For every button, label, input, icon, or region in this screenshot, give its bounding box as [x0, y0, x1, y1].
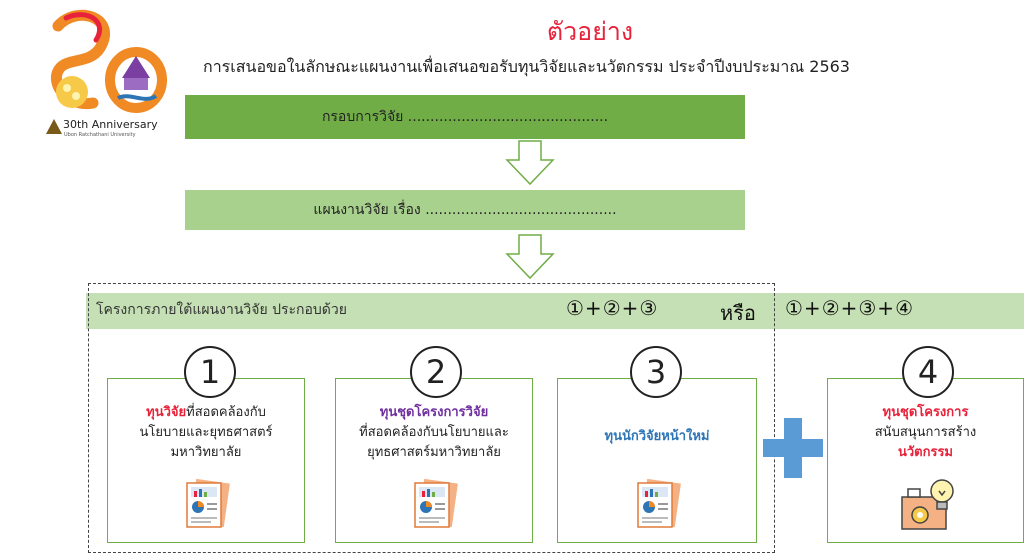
- card-highlight: ทุนวิจัย: [146, 405, 187, 420]
- band-label: โครงการภายใต้แผนงานวิจัย ประกอบด้วย: [96, 302, 347, 318]
- logo-mountain-icon: [46, 119, 62, 134]
- card-new-researcher-grant: ทุนนักวิจัยหน้าใหม่: [557, 378, 757, 543]
- document-chart-icon: [186, 478, 230, 528]
- card-text: ทุนชุดโครงการวิจัย ที่สอดคล้องกับนโยบายแ…: [336, 403, 532, 463]
- plus-icon: [763, 418, 823, 478]
- card-highlight: ทุนชุดโครงการ: [882, 405, 969, 420]
- card-line: นโยบายและยุทธศาสตร์: [139, 425, 273, 440]
- plan-bar: แผนงานวิจัย เรื่อง .....................…: [185, 190, 745, 230]
- document-chart-icon: [414, 478, 458, 528]
- innovation-gear-bulb-icon: [901, 479, 954, 530]
- card-text: ทุนชุดโครงการ สนับสนุนการสร้าง นวัตกรรม: [828, 403, 1023, 463]
- combo-option-a: ①+②+③: [566, 296, 659, 320]
- card-line: สนับสนุนการสร้าง: [874, 425, 977, 440]
- project-band: [86, 293, 1024, 329]
- card-line: ที่สอดคล้องกับ: [186, 405, 266, 420]
- number-circle-1: 1: [184, 346, 236, 398]
- combo-option-b: ①+②+③+④: [785, 296, 914, 320]
- anniversary-logo: [38, 8, 168, 148]
- card-highlight: ทุนชุดโครงการวิจัย: [379, 405, 489, 420]
- card-highlight: ทุนนักวิจัยหน้าใหม่: [604, 429, 710, 444]
- card-line: มหาวิทยาลัย: [170, 445, 242, 460]
- card-research-program-grant: ทุนชุดโครงการวิจัย ที่สอดคล้องกับนโยบายแ…: [335, 378, 533, 543]
- or-label: หรือ: [720, 301, 756, 325]
- anniversary-logo-graphic: [50, 9, 167, 113]
- card-line: ที่สอดคล้องกับนโยบายและ: [359, 425, 509, 440]
- card-text: ทุนวิจัยที่สอดคล้องกับ นโยบายและยุทธศาสต…: [108, 403, 304, 463]
- number-circle-2: 2: [410, 346, 462, 398]
- card-highlight: นวัตกรรม: [897, 445, 954, 460]
- slide-title: ตัวอย่าง: [546, 17, 634, 46]
- card-text: ทุนนักวิจัยหน้าใหม่: [558, 427, 756, 447]
- card-innovation-program-grant: ทุนชุดโครงการ สนับสนุนการสร้าง นวัตกรรม: [827, 378, 1024, 543]
- framework-bar: กรอบการวิจัย ...........................…: [185, 95, 745, 139]
- down-arrow-icon: [505, 234, 555, 280]
- card-research-grant: ทุนวิจัยที่สอดคล้องกับ นโยบายและยุทธศาสต…: [107, 378, 305, 543]
- document-chart-icon: [637, 478, 681, 528]
- down-arrow-icon: [505, 140, 555, 186]
- card-line: ยุทธศาสตร์มหาวิทยาลัย: [367, 445, 501, 460]
- number-circle-4: 4: [902, 346, 954, 398]
- number-circle-3: 3: [630, 346, 682, 398]
- slide-subtitle: การเสนอขอในลักษณะแผนงานเพื่อเสนอขอรับทุน…: [203, 57, 850, 76]
- dashed-group-box: [88, 283, 775, 553]
- logo-title: 30th Anniversary: [63, 118, 158, 131]
- logo-subtitle: Ubon Ratchathani University: [64, 132, 136, 138]
